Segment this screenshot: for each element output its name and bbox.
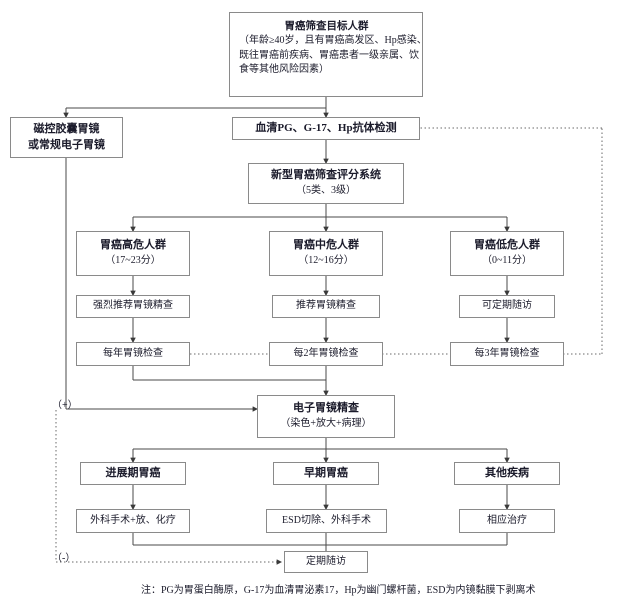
node-scoring-system: 新型胃癌筛查评分系统 （5类、3级） bbox=[248, 163, 404, 204]
node-label: 早期胃癌 bbox=[304, 466, 348, 479]
node-label-line-1: 胃癌低危人群 bbox=[474, 239, 540, 252]
node-biennial-endoscopy: 每2年胃镜检查 bbox=[269, 342, 383, 366]
node-label-line-1: 胃癌中危人群 bbox=[293, 239, 359, 252]
node-label: 血清PG、G-17、Hp抗体检测 bbox=[255, 121, 397, 134]
node-corresponding-treatment: 相应治疗 bbox=[459, 509, 555, 533]
node-label: 每2年胃镜检查 bbox=[293, 347, 359, 359]
node-screening-target-population: 胃癌筛查目标人群 （年龄≥40岁，且有胃癌高发区、Hp感染、 既往胃癌前疾病、胃… bbox=[229, 12, 427, 97]
node-label-line-1: 胃癌高危人群 bbox=[100, 239, 166, 252]
node-label: 推荐胃镜精查 bbox=[296, 300, 356, 312]
node-label-line-1: 电子胃镜精查 bbox=[293, 402, 359, 415]
node-triennial-endoscopy: 每3年胃镜检查 bbox=[450, 342, 564, 366]
edge-label-negative: （-） bbox=[52, 553, 76, 564]
node-label: 外科手术+放、化疗 bbox=[90, 514, 176, 526]
node-periodic-followup: 定期随访 bbox=[284, 551, 368, 573]
node-label-line-2: （12~16分） bbox=[298, 255, 354, 267]
node-detail-line-3: 食等其他风险因素） bbox=[239, 64, 329, 76]
node-label-line-2: （染色+放大+病理） bbox=[280, 418, 372, 430]
node-label-line-2: （0~11分） bbox=[481, 255, 533, 267]
node-label: ESD切除、外科手术 bbox=[282, 514, 371, 526]
node-label: 相应治疗 bbox=[487, 514, 527, 526]
node-high-risk-group: 胃癌高危人群 （17~23分） bbox=[76, 231, 190, 276]
node-serum-test: 血清PG、G-17、Hp抗体检测 bbox=[232, 117, 420, 140]
node-detailed-endoscopy: 电子胃镜精查 （染色+放大+病理） bbox=[257, 395, 395, 438]
node-advanced-gastric-cancer: 进展期胃癌 bbox=[80, 462, 186, 485]
node-other-disease: 其他疾病 bbox=[454, 462, 560, 485]
node-label: 定期随访 bbox=[306, 555, 346, 567]
node-mid-risk-group: 胃癌中危人群 （12~16分） bbox=[269, 231, 383, 276]
node-label: 强烈推荐胃镜精查 bbox=[93, 300, 173, 312]
footnote-abbreviations: 注：PG为胃蛋白酶原，G-17为血清胃泌素17，Hp为幽门螺杆菌，ESD为内镜黏… bbox=[141, 585, 536, 596]
node-esd-or-surgery: ESD切除、外科手术 bbox=[266, 509, 387, 533]
node-label-line-2: （5类、3级） bbox=[296, 185, 356, 197]
node-label-line-1: 磁控胶囊胃镜 bbox=[33, 122, 100, 135]
node-low-risk-group: 胃癌低危人群 （0~11分） bbox=[450, 231, 564, 276]
node-surgery-radio-chemo: 外科手术+放、化疗 bbox=[76, 509, 190, 533]
node-label-line-1: 新型胃癌筛查评分系统 bbox=[271, 169, 381, 182]
node-title-line: 胃癌筛查目标人群 bbox=[284, 21, 369, 32]
node-label: 其他疾病 bbox=[485, 466, 529, 479]
node-label: 每年胃镜检查 bbox=[103, 347, 163, 359]
edge-label-positive: （+） bbox=[52, 400, 78, 411]
node-strongly-recommend-endoscopy: 强烈推荐胃镜精查 bbox=[76, 295, 190, 318]
node-detail-line-2: 既往胃癌前疾病、胃癌患者一级亲属、饮 bbox=[239, 49, 419, 61]
node-label-line-2: 或常规电子胃镜 bbox=[28, 138, 105, 151]
node-optional-periodic-followup: 可定期随访 bbox=[459, 295, 555, 318]
node-label: 进展期胃癌 bbox=[105, 466, 161, 479]
node-recommend-endoscopy: 推荐胃镜精查 bbox=[272, 295, 380, 318]
node-label: 可定期随访 bbox=[482, 300, 532, 312]
node-label: 每3年胃镜检查 bbox=[474, 347, 540, 359]
node-label-line-2: （17~23分） bbox=[105, 255, 161, 267]
node-early-gastric-cancer: 早期胃癌 bbox=[273, 462, 379, 485]
node-capsule-endoscopy: 磁控胶囊胃镜 或常规电子胃镜 bbox=[10, 117, 123, 158]
node-annual-endoscopy: 每年胃镜检查 bbox=[76, 342, 190, 366]
node-detail-line-1: （年龄≥40岁，且有胃癌高发区、Hp感染、 bbox=[239, 35, 427, 47]
